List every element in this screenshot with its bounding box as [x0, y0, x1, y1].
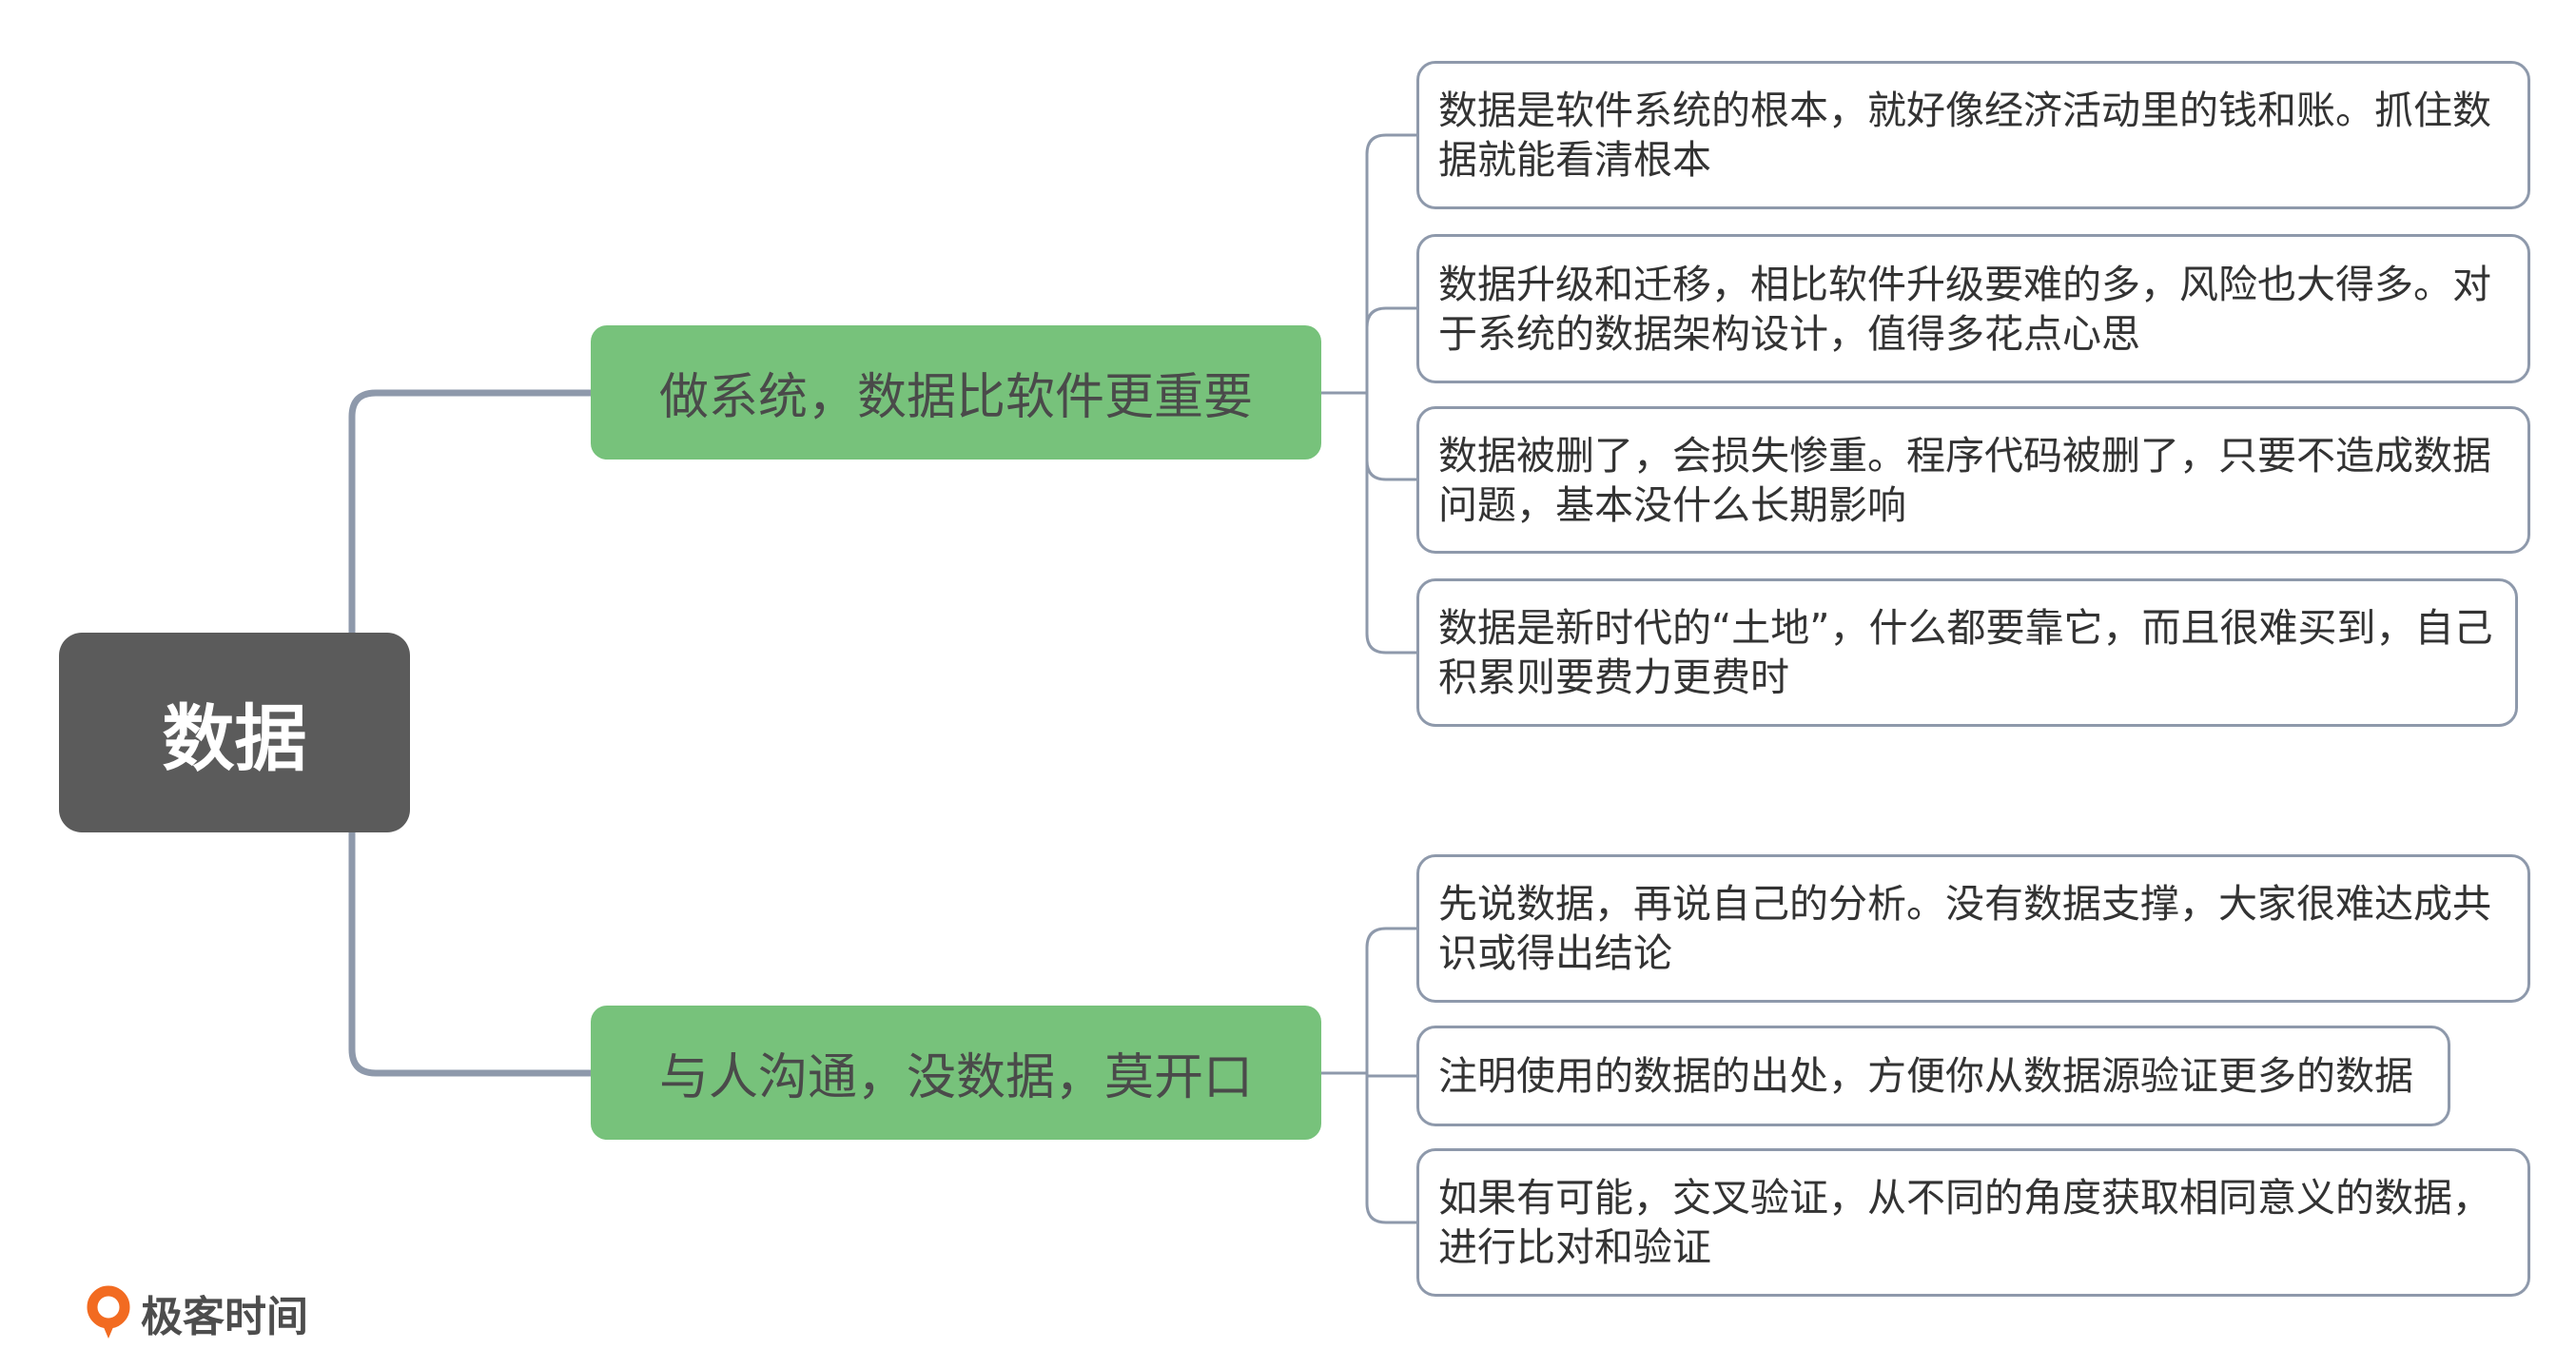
leaf-text-line: 数据是新时代的“土地”，什么都要靠它，而且很难买到，自己	[1438, 605, 2493, 651]
leaf-node-2-2: 注明使用的数据的出处，方便你从数据源验证更多的数据	[1416, 1026, 2450, 1126]
leaf-text-line: 如果有可能，交叉验证，从不同的角度获取相同意义的数据，	[1438, 1175, 2491, 1221]
connector-branch-2-leaf-1	[1365, 927, 1418, 1075]
connector-branch-2-leaf-2	[1365, 1071, 1418, 1078]
leaf-text-line: 于系统的数据架构设计，值得多花点心思	[1438, 310, 2140, 357]
leaf-node-1-3: 数据被删了，会损失惨重。程序代码被删了，只要不造成数据 问题，基本没什么长期影响	[1416, 406, 2530, 554]
leaf-text-line: 数据是软件系统的根本，就好像经济活动里的钱和账。抓住数	[1438, 88, 2491, 133]
connector-branch-1-leaf-4	[1365, 391, 1418, 655]
branch-label: 做系统，数据比软件更重要	[658, 369, 1253, 426]
root-node: 数据	[59, 633, 410, 832]
branch-label: 与人沟通，没数据，莫开口	[658, 1049, 1253, 1106]
branch-node-1: 做系统，数据比软件更重要	[591, 325, 1321, 459]
root-label: 数据	[162, 696, 307, 781]
leaf-node-1-4: 数据是新时代的“土地”，什么都要靠它，而且很难买到，自己 积累则要费力更费时	[1416, 578, 2518, 727]
geektime-logo: 极客时间	[86, 1284, 308, 1341]
leaf-text-line: 识或得出结论	[1438, 930, 1672, 976]
leaf-node-2-3: 如果有可能，交叉验证，从不同的角度获取相同意义的数据， 进行比对和验证	[1416, 1148, 2530, 1297]
connector-branch-2-leaf-3	[1365, 1071, 1418, 1224]
leaf-node-2-1: 先说数据，再说自己的分析。没有数据支撑，大家很难达成共 识或得出结论	[1416, 854, 2530, 1003]
leaf-text-line: 进行比对和验证	[1438, 1224, 1711, 1270]
logo-text: 极客时间	[141, 1293, 308, 1341]
leaf-text-line: 注明使用的数据的出处，方便你从数据源验证更多的数据	[1438, 1053, 2413, 1099]
leaf-text-line: 数据被删了，会损失惨重。程序代码被删了，只要不造成数据	[1438, 432, 2491, 479]
geektime-logo-icon	[87, 1285, 130, 1339]
connector-branch-1-leaf-1	[1365, 133, 1418, 395]
leaf-node-1-1: 数据是软件系统的根本，就好像经济活动里的钱和账。抓住数 据就能看清根本	[1416, 61, 2530, 209]
leaf-node-1-2: 数据升级和迁移，相比软件升级要难的多，风险也大得多。对 于系统的数据架构设计，值…	[1416, 234, 2530, 383]
leaf-text-line: 数据升级和迁移，相比软件升级要难的多，风险也大得多。对	[1438, 261, 2491, 307]
leaf-text-line: 积累则要费力更费时	[1438, 655, 1789, 700]
connector-root-to-branch-1	[348, 389, 595, 636]
leaf-text-line: 先说数据，再说自己的分析。没有数据支撑，大家很难达成共	[1438, 881, 2491, 927]
branch-node-2: 与人沟通，没数据，莫开口	[591, 1006, 1321, 1140]
leaf-text-line: 据就能看清根本	[1438, 137, 1711, 183]
leaf-text-line: 问题，基本没什么长期影响	[1438, 481, 1906, 528]
connector-branch-1-leaf-3	[1365, 391, 1418, 481]
connector-branch-1-leaf-2	[1365, 306, 1418, 395]
connector-root-to-branch-2	[348, 829, 595, 1077]
